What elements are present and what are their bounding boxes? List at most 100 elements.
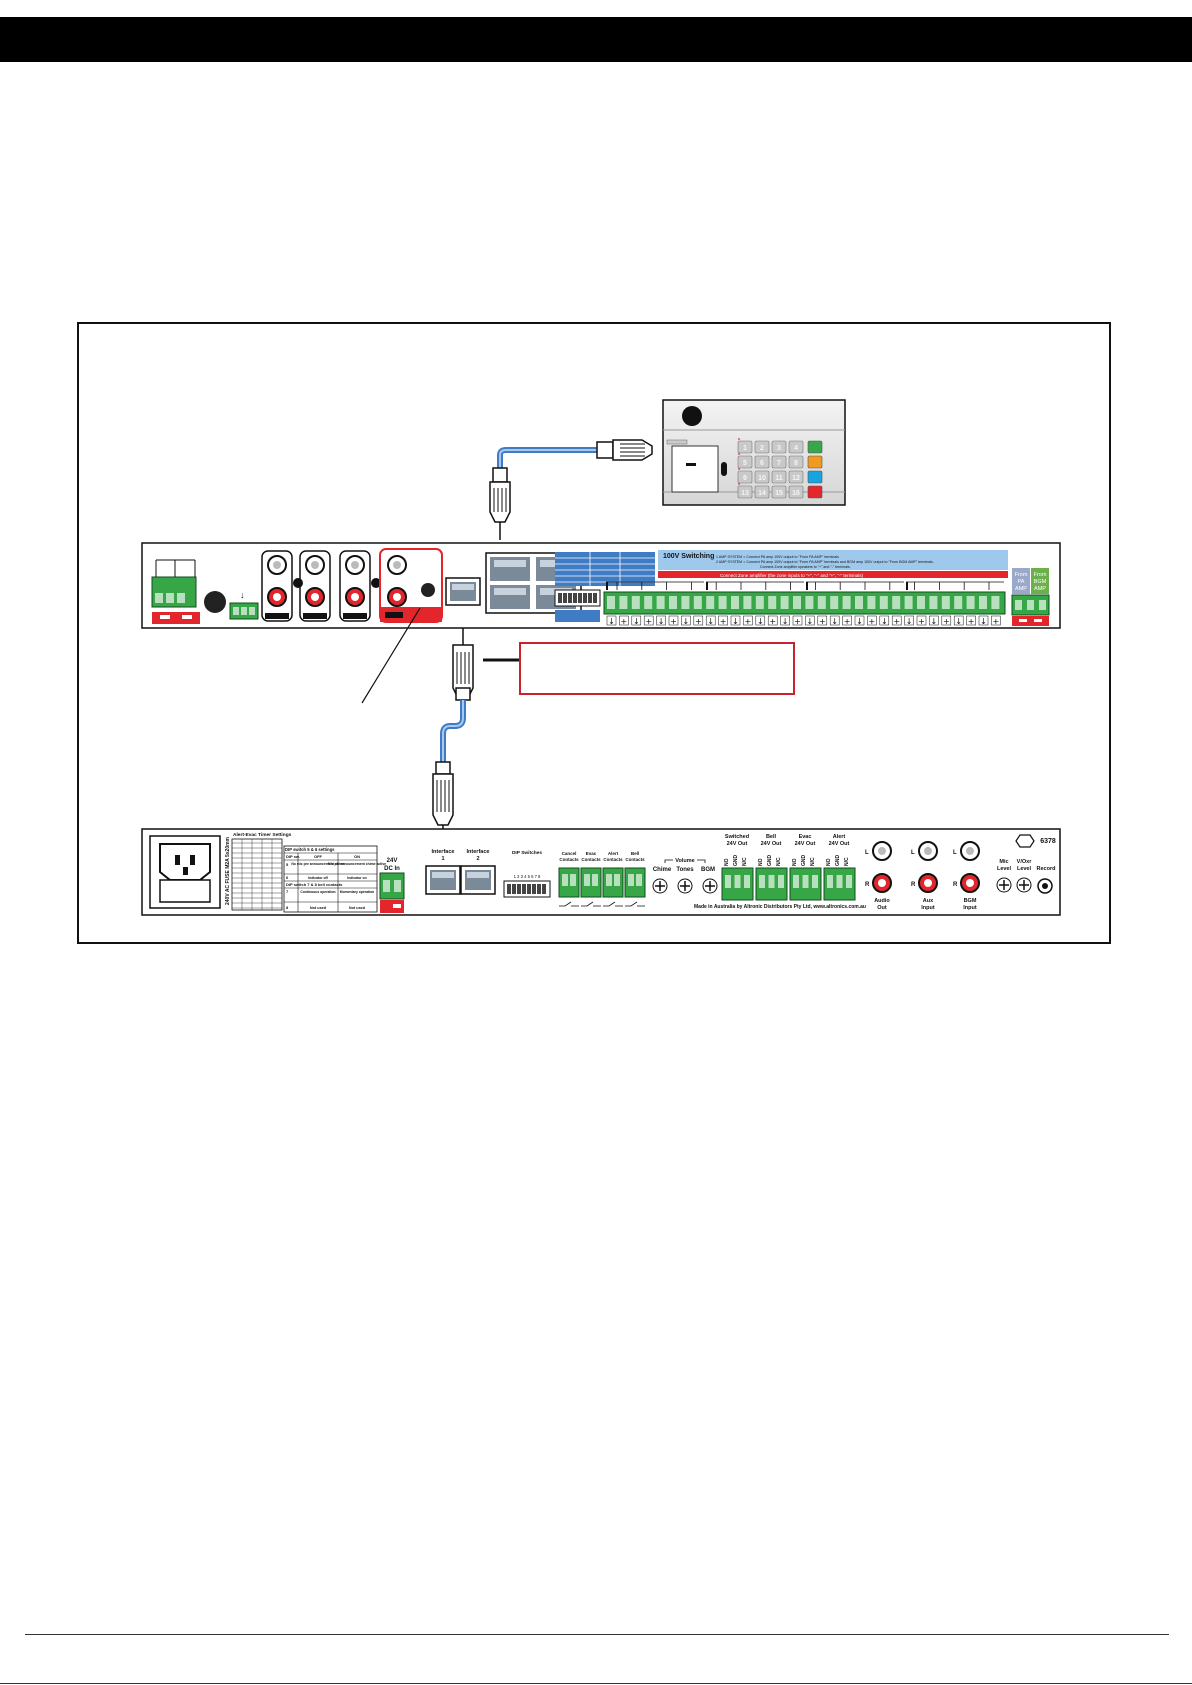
contact-label: Bell [631,851,639,856]
svg-text:↓: ↓ [906,617,913,626]
interface-1-label: Interface [432,849,455,855]
contact-label: Evac [586,851,597,856]
keypad-key [788,440,804,454]
svg-text:↓: ↓ [757,617,764,626]
mic-level-label-2: Level [997,866,1012,872]
svg-text:+: + [720,617,727,626]
keypad-key-label: 1 [743,445,747,452]
rca-pair-1 [261,550,293,622]
switching-note-2: 2 AMP SYSTEM = Connect PA amp 100V outpu… [716,560,934,564]
keypad-key-label: 3 [777,445,781,452]
keypad-key [737,440,753,454]
middle-cable [440,700,466,765]
rca-l-label: L [911,850,915,856]
pointer-line [361,607,421,704]
keypad-key-label: 9 [743,475,747,482]
from-bgm-label: From [1034,572,1047,578]
svg-text:↓: ↓ [732,617,739,626]
dip-table-title: Alert-Evac Timer Settings [233,832,292,838]
output-pin-label: N/C [776,857,782,866]
keypad-key-label: 16 [792,490,800,497]
svg-text:+: + [844,617,851,626]
volume-pots [652,878,718,894]
output-pin-label: NO [724,858,730,866]
rca-r-label: R [953,882,958,888]
keypad-key [754,485,770,499]
rca-group-label: Input [921,905,935,911]
rca-group-label: Audio [874,898,890,904]
svg-text:↓: ↓ [856,617,863,626]
footer-rule [25,1634,1169,1635]
svg-text:+: + [645,617,652,626]
from-pa-label: From [1015,572,1028,578]
svg-text:↓: ↓ [955,617,962,626]
keypad-key-label: 2 [760,445,764,452]
keypad-function-key [807,440,823,454]
col-dip-no: DIP sw. [286,854,300,859]
header-bar [0,17,1192,62]
keypad-key [737,470,753,484]
cert-badge-icon [1015,834,1035,848]
output-label: Bell [766,834,777,840]
dip-7-8-title: DIP switch 7 & 8 bell contacts [286,882,343,887]
output-pin-label: GND [835,855,841,867]
svg-text:+: + [819,617,826,626]
output-pin-label: GND [801,855,807,867]
svg-text:+: + [869,617,876,626]
output-pin-label: NO [792,858,798,866]
row6-on: Indicator on [347,876,366,880]
rca-group-label: BGM [964,898,977,904]
output-pin-label: NO [758,858,764,866]
switching-title: 100V Switching [663,553,714,560]
output-label: 24V Out [761,841,782,847]
rj45-plug-zone-bottom [452,628,474,701]
keypad-function-key [807,455,823,469]
rca-group-label: Out [877,905,887,911]
vox-level-label: V/Oxr [1017,859,1033,865]
rca-group-label: Aux [923,898,934,904]
interface-2-label: Interface [467,849,490,855]
svg-text:↓: ↓ [633,617,640,626]
switching-note-3: Connect Zone amplifier speakers to "+" a… [760,565,851,569]
keypad-key [737,455,753,469]
from-bgm-label-3: AMP [1034,586,1046,592]
keypad-key-label: 10 [758,475,766,482]
svg-text:+: + [745,617,752,626]
keypad-speaker-icon [682,406,702,426]
svg-text:+: + [670,617,677,626]
output-pin-label: N/C [844,857,850,866]
keypad-key-label: 14 [758,490,766,497]
contact-label: Contacts [625,857,645,862]
contact-label: Contacts [581,857,601,862]
from-bgm-label-2: BGM [1034,579,1047,585]
keypad-key-label: 15 [775,490,783,497]
svg-text:↓: ↓ [831,617,838,626]
keypad-key-label: 13 [741,490,749,497]
contact-label: Contacts [603,857,623,862]
row5-on: Mic pre announcement chime active [328,862,386,866]
row6-off: Indicator off [308,876,328,880]
keypad-key [754,470,770,484]
svg-text:+: + [968,617,975,626]
keypad-function-key [807,470,823,484]
svg-text:↓: ↓ [707,617,714,626]
keypad-key [788,485,804,499]
output-pin-label: N/C [810,857,816,866]
svg-text:↓: ↓ [980,617,987,626]
svg-text:+: + [918,617,925,626]
footer-rule-2 [0,1683,1192,1684]
keypad-key [771,485,787,499]
output-label: Switched [725,834,749,840]
output-pin-label: GND [767,855,773,867]
rca-l-label: L [953,850,957,856]
output-pin-label: GND [733,855,739,867]
rj45-plug-zone-top [489,467,511,540]
keypad-key [754,440,770,454]
switching-note-1: 1 AMP SYSTEM = Connect PA amp 100V outpu… [716,555,839,559]
row7-off: Continuous operation [300,890,335,894]
keypad-key [737,485,753,499]
svg-text:↓: ↓ [881,617,888,626]
vox-level-label-2: Level [1017,866,1032,872]
svg-text:+: + [794,617,801,626]
